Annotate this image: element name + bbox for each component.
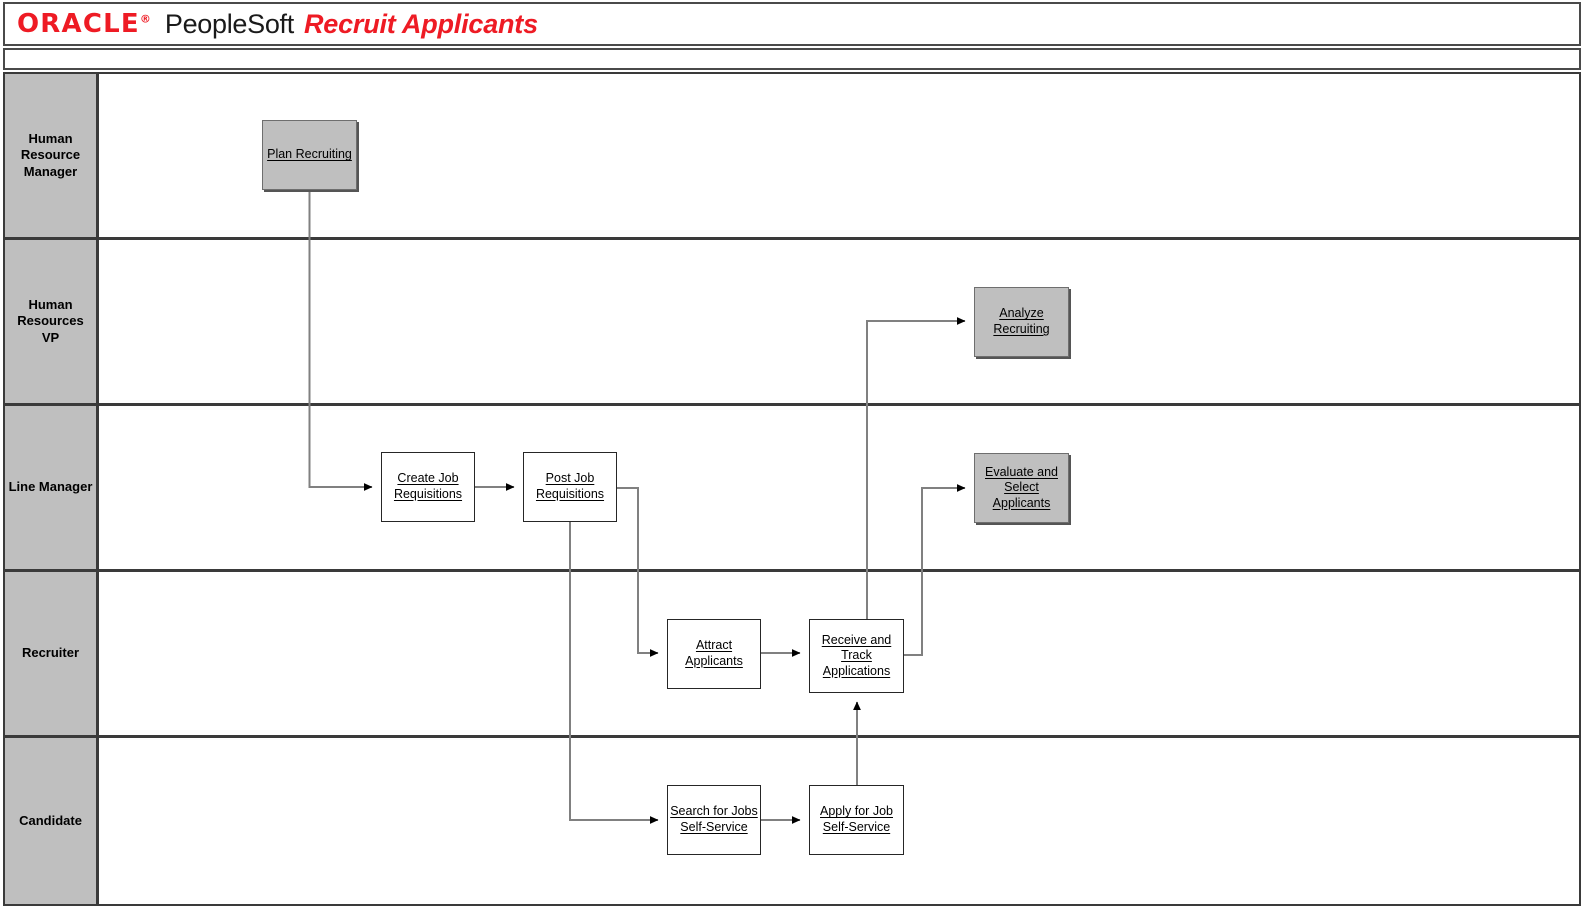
process-node-receive-and-track-applications[interactable]: Receive and Track Applications <box>809 619 904 693</box>
process-node-attract-applicants[interactable]: Attract Applicants <box>667 619 761 689</box>
process-node-label: Plan Recruiting <box>267 147 352 162</box>
process-node-plan-recruiting[interactable]: Plan Recruiting <box>262 120 357 190</box>
process-node-label: Receive and Track Applications <box>821 632 892 678</box>
oracle-logo: ORACLE® <box>17 11 151 37</box>
process-node-label: Evaluate and Select Applicants <box>985 464 1058 510</box>
swimlane-label-hr-vp: Human Resources VP <box>5 240 99 403</box>
page-header: ORACLE® PeopleSoft Recruit Applicants <box>3 2 1581 46</box>
swimlane-line-manager: Line Manager <box>5 406 1579 572</box>
swimlane-candidate: Candidate <box>5 738 1579 904</box>
swimlane-container: Human Resource Manager Human Resources V… <box>3 72 1581 906</box>
swimlane-label-hr-manager: Human Resource Manager <box>5 74 99 237</box>
process-node-label: Attract Applicants <box>685 638 743 668</box>
swimlane-recruiter: Recruiter <box>5 572 1579 738</box>
oracle-wordmark: ORACLE <box>17 9 140 39</box>
swimlane-label-candidate: Candidate <box>5 738 99 904</box>
process-node-analyze-recruiting[interactable]: Analyze Recruiting <box>974 287 1069 357</box>
swimlane-hr-vp: Human Resources VP <box>5 240 1579 406</box>
process-node-create-job-requisitions[interactable]: Create Job Requisitions <box>381 452 475 522</box>
process-node-label: Create Job Requisitions <box>393 471 463 501</box>
swimlane-label-line-manager: Line Manager <box>5 406 99 569</box>
process-node-label: Apply for Job Self-Service <box>820 804 893 834</box>
registered-mark-icon: ® <box>139 12 151 26</box>
process-node-search-for-jobs-self-service[interactable]: Search for Jobs Self-Service <box>667 785 761 855</box>
swimlane-label-recruiter: Recruiter <box>5 572 99 735</box>
page-title: Recruit Applicants <box>303 8 538 39</box>
swimlane-hr-manager: Human Resource Manager <box>5 74 1579 240</box>
process-node-post-job-requisitions[interactable]: Post Job Requisitions <box>523 452 617 522</box>
process-node-label: Analyze Recruiting <box>993 306 1050 336</box>
subheader-band <box>3 48 1581 70</box>
process-node-label: Search for Jobs Self-Service <box>670 804 758 834</box>
process-node-apply-for-job-self-service[interactable]: Apply for Job Self-Service <box>809 785 904 855</box>
peoplesoft-wordmark: PeopleSoft <box>164 8 294 39</box>
process-node-label: Post Job Requisitions <box>535 471 605 501</box>
process-node-evaluate-and-select-applicants[interactable]: Evaluate and Select Applicants <box>974 453 1069 523</box>
